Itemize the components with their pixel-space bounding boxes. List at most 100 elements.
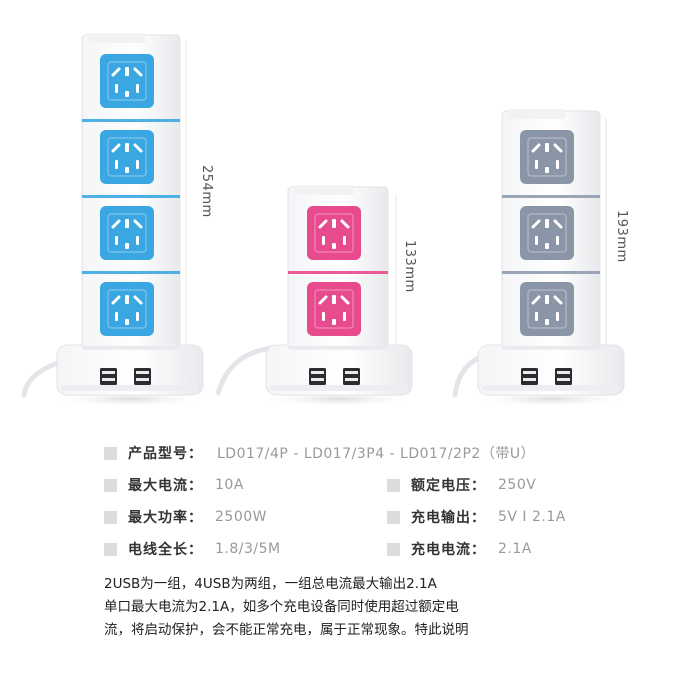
- spec-charge-output: 充电输出： 5V I 2.1A: [387, 507, 566, 527]
- socket-slot: [111, 67, 121, 77]
- socket-slot: [111, 295, 121, 305]
- spec-rated-voltage: 额定电压： 250V: [387, 475, 536, 495]
- socket-slot: [115, 160, 118, 169]
- socket-slot: [136, 236, 139, 245]
- socket-slot: [556, 160, 559, 169]
- socket-slot: [531, 219, 541, 229]
- socket-face: [107, 61, 147, 101]
- usb-port: [100, 368, 117, 385]
- bullet-square: [104, 510, 117, 524]
- spec-value: 2500W: [215, 509, 267, 525]
- socket-slot: [136, 160, 139, 169]
- socket-slot: [115, 84, 118, 93]
- bullet-square: [387, 542, 400, 556]
- usb-port-contact: [311, 378, 324, 381]
- socket-slot: [133, 67, 143, 77]
- socket-panel: [100, 54, 154, 108]
- socket-slot: [545, 319, 549, 325]
- socket-slot: [125, 319, 129, 325]
- socket-face: [107, 213, 147, 253]
- socket-slot: [553, 219, 563, 229]
- socket-slot: [332, 295, 336, 304]
- usb-port: [134, 368, 151, 385]
- socket-slot: [111, 219, 121, 229]
- socket-slot: [125, 143, 129, 152]
- note-line-2: 单口最大电流为2.1A，如多个充电设备同时使用超过额定电: [104, 599, 459, 615]
- spec-label: 电线全长：: [128, 542, 203, 558]
- socket-slot: [322, 236, 325, 245]
- socket-slot: [136, 84, 139, 93]
- socket-face: [527, 213, 567, 253]
- socket-slot: [111, 143, 121, 153]
- usb-port-contact: [557, 378, 570, 381]
- socket-slot: [545, 219, 549, 228]
- socket-slot: [535, 312, 538, 321]
- socket-panel: [100, 282, 154, 336]
- color-divider-band: [82, 271, 180, 274]
- product-photo: 254mm 133mm 193mm: [21, 33, 630, 407]
- socket-slot: [133, 219, 143, 229]
- socket-panel: [520, 206, 574, 260]
- spec-label: 产品型号：: [128, 446, 203, 462]
- usb-port: [555, 368, 572, 385]
- socket-slot: [535, 236, 538, 245]
- usb-port: [521, 368, 538, 385]
- bullet-square: [104, 446, 117, 460]
- base-edge: [270, 385, 408, 391]
- socket-slot: [545, 143, 549, 152]
- socket-slot: [535, 160, 538, 169]
- socket-slot: [332, 319, 336, 325]
- usb-port-contact: [311, 371, 324, 374]
- socket-slot: [340, 295, 350, 305]
- color-divider-band: [82, 119, 180, 122]
- usb-port-contact: [557, 371, 570, 374]
- socket-face: [527, 289, 567, 329]
- tower-foot: [288, 346, 388, 349]
- spec-value: LD017/4P - LD017/3P4 - LD017/2P2（带U）: [217, 446, 536, 462]
- spec-label: 额定电压：: [411, 478, 486, 494]
- spec-value: 250V: [498, 477, 537, 493]
- socket-slot: [553, 295, 563, 305]
- socket-slot: [115, 236, 118, 245]
- socket-panel: [520, 130, 574, 184]
- socket-slot: [340, 219, 350, 229]
- socket-panel: [100, 206, 154, 260]
- socket-slot: [545, 167, 549, 173]
- socket-slot: [531, 143, 541, 153]
- socket-panel: [100, 130, 154, 184]
- power-strip-towers-illustration: [21, 33, 630, 407]
- power-cord: [21, 359, 65, 398]
- spec-label: 最大电流：: [128, 478, 203, 494]
- spec-model: 产品型号： LD017/4P - LD017/3P4 - LD017/2P2（带…: [104, 443, 535, 463]
- color-divider-band: [82, 195, 180, 198]
- socket-face: [314, 289, 354, 329]
- color-divider-band: [502, 271, 600, 274]
- socket-slot: [125, 219, 129, 228]
- socket-slot: [343, 312, 346, 321]
- usb-port-contact: [102, 371, 115, 374]
- height-label-133: 133mm: [402, 240, 417, 293]
- socket-slot: [115, 312, 118, 321]
- tower-cap: [294, 185, 354, 195]
- note-line-3: 流，将启动保护，会不能正常充电，属于正常现象。特此说明: [104, 622, 469, 638]
- spec-max-power: 最大功率： 2500W: [104, 507, 267, 527]
- spec-charge-current: 充电电流： 2.1A: [387, 539, 532, 559]
- spec-label: 充电输出：: [411, 510, 486, 526]
- height-label-254: 254mm: [199, 165, 214, 218]
- socket-slot: [125, 167, 129, 173]
- base-edge: [482, 385, 620, 391]
- usb-port-contact: [345, 371, 358, 374]
- socket-face: [314, 213, 354, 253]
- note-line-1: 2USB为一组，4USB为两组，一组总电流最大输出2.1A: [104, 576, 437, 592]
- socket-panel: [307, 206, 361, 260]
- socket-slot: [133, 143, 143, 153]
- socket-face: [527, 137, 567, 177]
- socket-panel: [520, 282, 574, 336]
- tower-cap: [508, 109, 566, 119]
- usb-port: [309, 368, 326, 385]
- socket-slot: [133, 295, 143, 305]
- socket-slot: [136, 312, 139, 321]
- spec-value: 10A: [215, 477, 244, 493]
- spec-max-current: 最大电流： 10A: [104, 475, 244, 495]
- socket-slot: [125, 67, 129, 76]
